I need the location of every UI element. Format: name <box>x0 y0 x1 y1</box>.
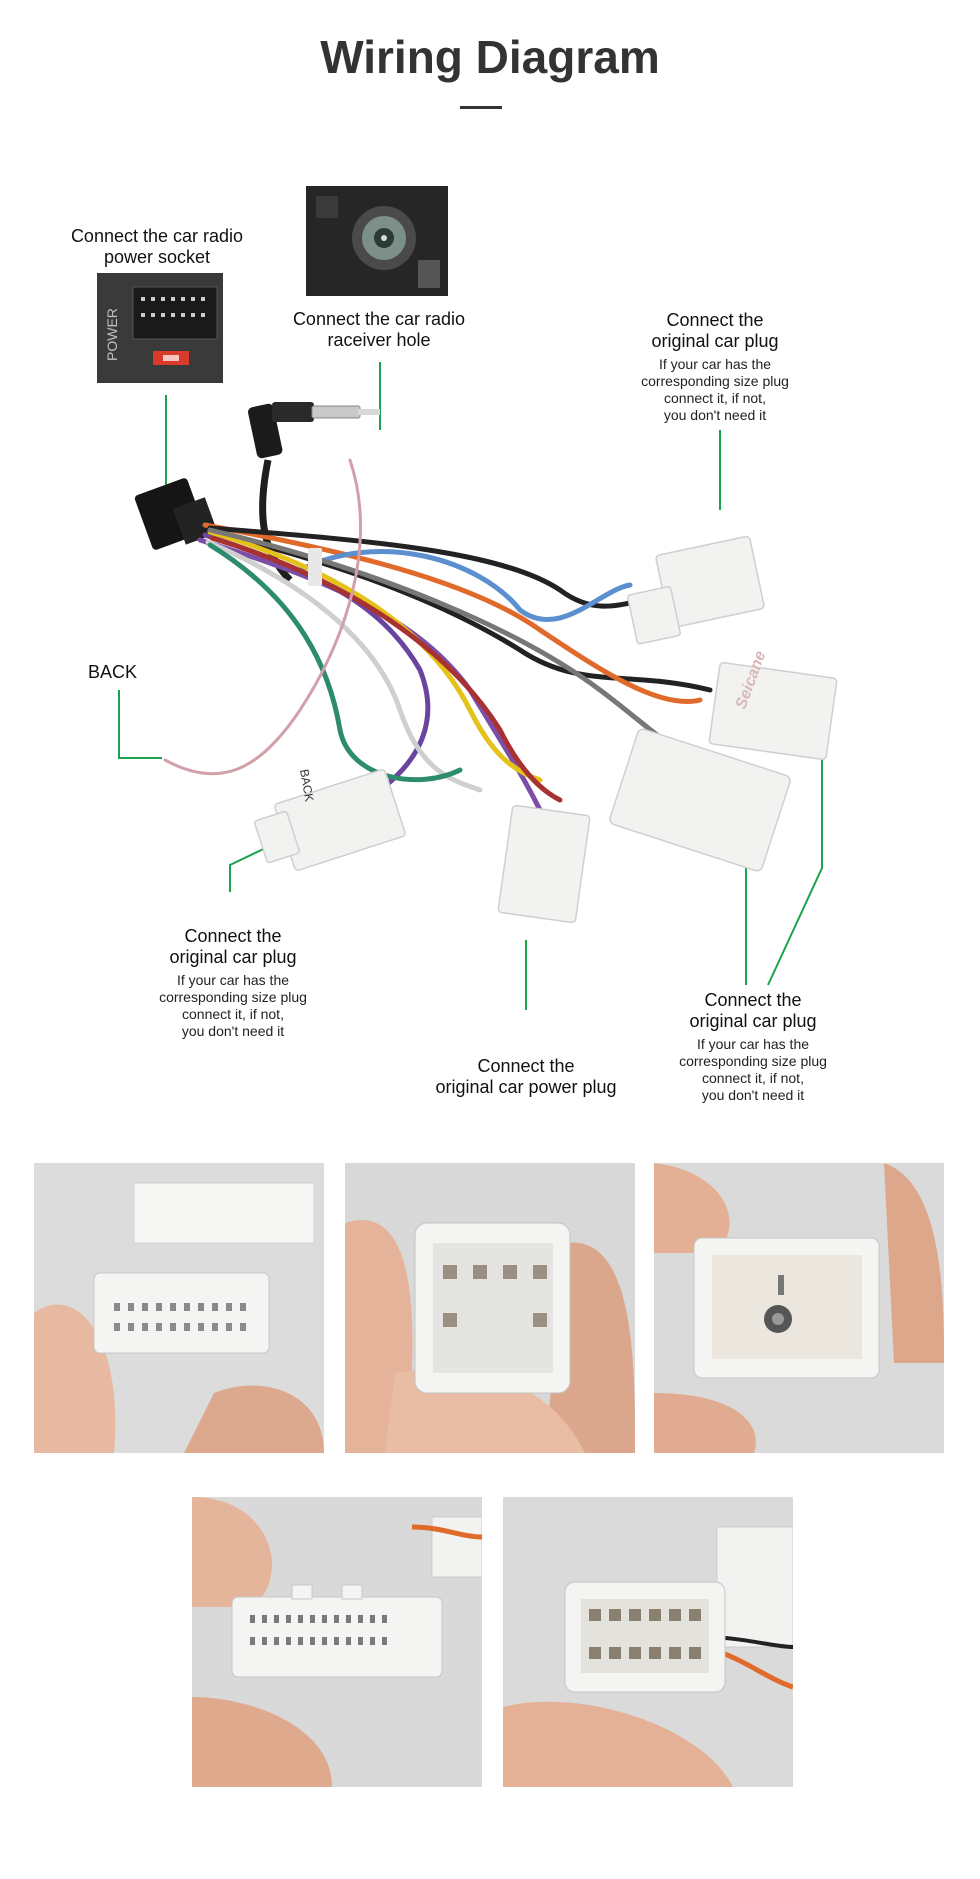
label-plug-bottom-right: Connect the original car plug If your ca… <box>648 990 858 1104</box>
wire-bundle <box>163 458 713 813</box>
label-power-socket-text: Connect the car radio power socket <box>70 226 244 268</box>
leader-back <box>118 690 162 759</box>
photo-power-socket: POWER <box>97 273 223 383</box>
connector-power-plug <box>497 804 591 924</box>
label-plug-bottom-right-main: Connect the original car plug <box>689 990 817 1032</box>
photo-connector-24pin <box>192 1497 482 1787</box>
wiring-diagram: Seicane BACK <box>118 362 838 1010</box>
title-underline <box>460 106 502 109</box>
label-power-plug-text: Connect the original car power plug <box>435 1056 617 1098</box>
white-connectors <box>254 535 838 924</box>
label-receiver-hole-text: Connect the car radio raceiver hole <box>292 309 466 351</box>
label-plug-top-right: Connect the original car plug If your ca… <box>610 310 820 424</box>
photo-connector-12pin <box>503 1497 793 1787</box>
connector-right <box>708 661 838 761</box>
label-plug-bottom-left-main: Connect the original car plug <box>169 926 297 968</box>
leader-lines <box>118 362 823 1010</box>
label-power-plug: Connect the original car power plug <box>416 1056 636 1098</box>
photo-connector-antenna <box>654 1163 944 1453</box>
label-power-socket: Connect the car radio power socket <box>52 226 262 268</box>
leader-plug-bottom-right-b <box>767 730 823 986</box>
photo-receiver-hole <box>306 186 448 296</box>
connector-bottom-left <box>274 769 406 871</box>
page-title: Wiring Diagram <box>320 31 660 83</box>
label-back: BACK <box>88 662 152 683</box>
label-receiver-hole: Connect the car radio raceiver hole <box>266 309 492 351</box>
sticker-wire-tag: BACK <box>297 768 316 803</box>
label-plug-top-right-sub: If your car has the corresponding size p… <box>641 356 789 423</box>
label-back-text: BACK <box>88 662 138 682</box>
connector-bottom-right <box>609 728 791 872</box>
label-plug-bottom-left: Connect the original car plug If your ca… <box>128 926 338 1040</box>
label-plug-bottom-left-sub: If your car has the corresponding size p… <box>159 972 307 1039</box>
label-plug-top-right-main: Connect the original car plug <box>651 310 779 352</box>
sticker-power: POWER <box>104 308 120 361</box>
photo-connector-8pin <box>345 1163 635 1453</box>
label-plug-bottom-right-sub: If your car has the corresponding size p… <box>679 1036 827 1103</box>
photo-connector-wide <box>34 1163 324 1453</box>
